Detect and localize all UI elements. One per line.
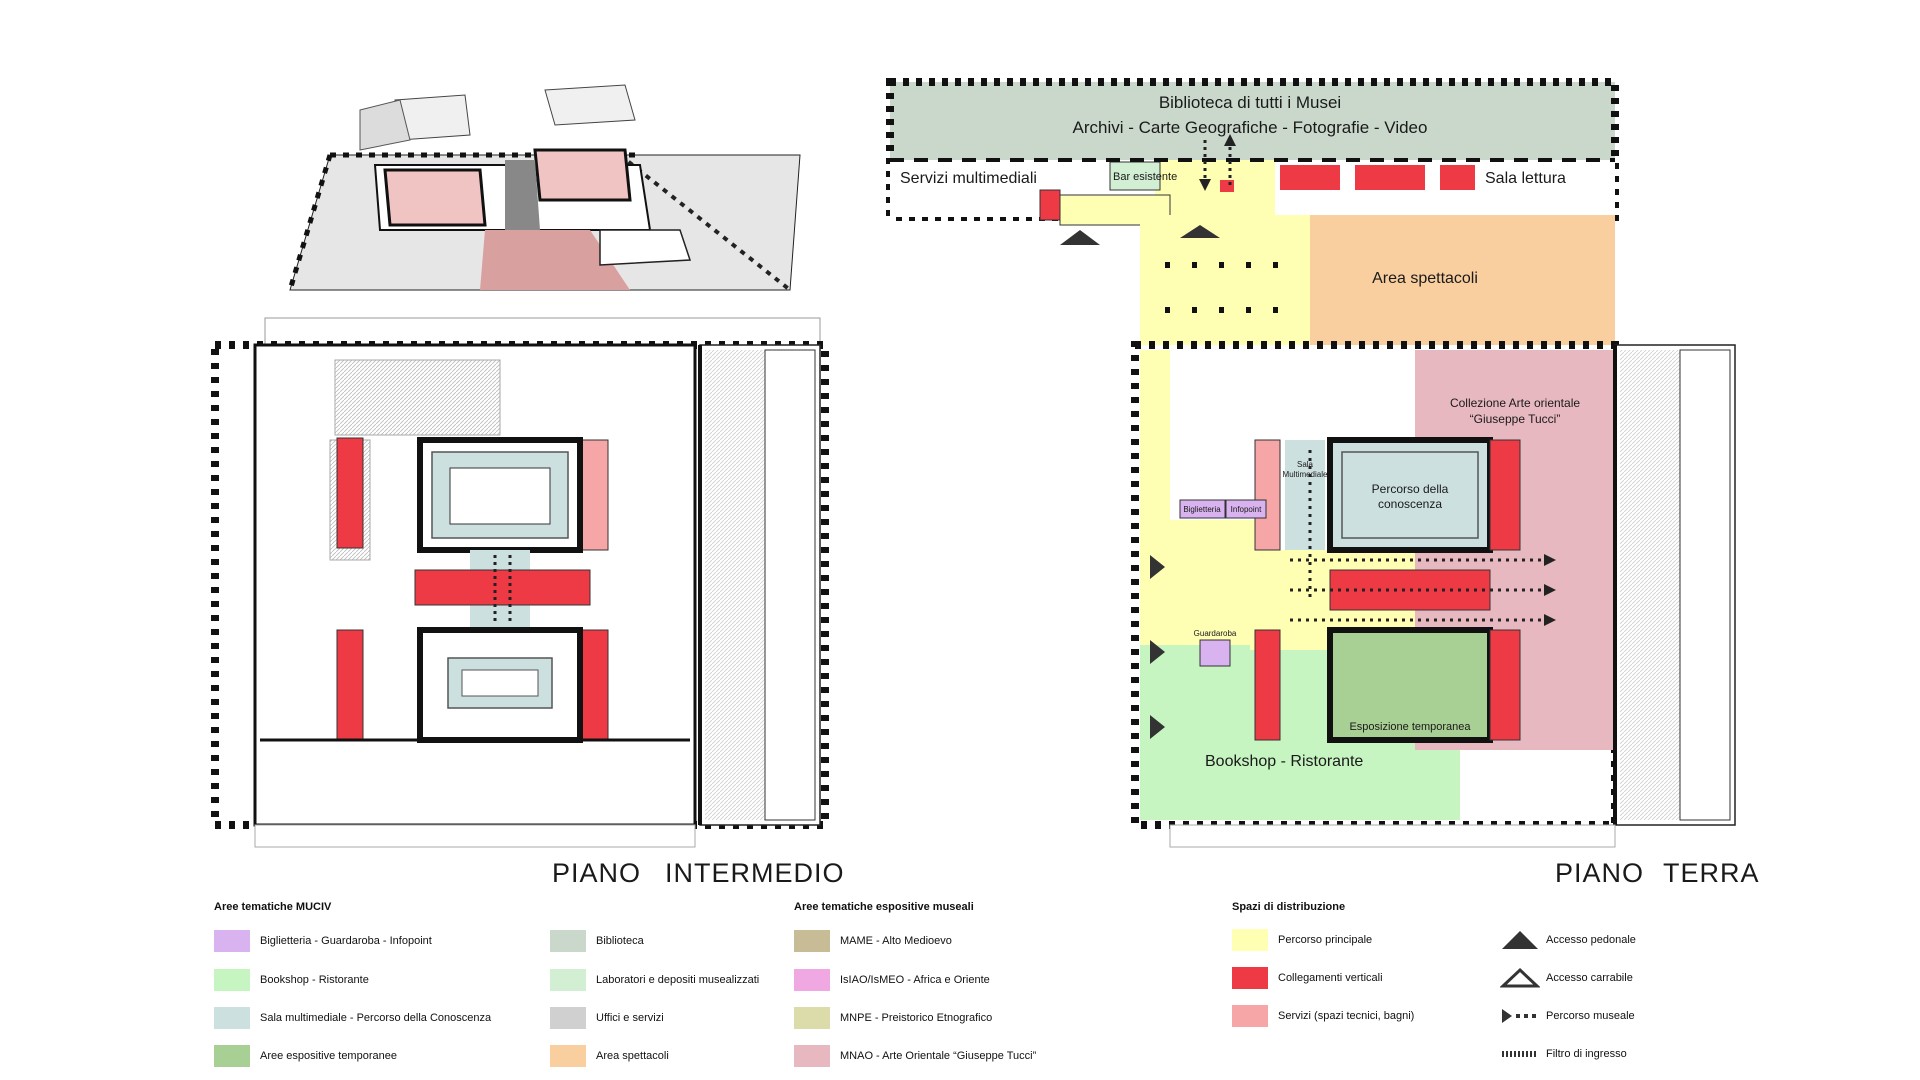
label-percorso-line1: Percorso della xyxy=(1372,482,1449,496)
title-piano-terra-b: TERRA xyxy=(1663,858,1760,888)
label-biblioteca-line1: Biblioteca di tutti i Musei xyxy=(1159,93,1341,112)
label-guardaroba: Guardaroba xyxy=(1194,629,1237,638)
axonometric-view xyxy=(287,84,801,292)
label-area-spettacoli: Area spettacoli xyxy=(1372,270,1478,287)
label-collezione-line1: Collezione Arte orientale xyxy=(1450,396,1580,410)
plan-piano-intermedio xyxy=(211,317,829,848)
label-biglietteria: Biglietteria xyxy=(1183,505,1221,514)
title-piano-terra-a: PIANO xyxy=(1555,858,1644,888)
label-infopoint: Infopoint xyxy=(1231,505,1262,514)
label-sala-lettura: Sala lettura xyxy=(1485,170,1566,187)
label-sala-line2: Multimediale xyxy=(1283,470,1328,479)
label-esposizione: Esposizione temporanea xyxy=(1349,721,1471,733)
plan-piano-terra xyxy=(886,78,1736,848)
label-biblioteca-line2: Archivi - Carte Geografiche - Fotografie… xyxy=(1073,118,1428,137)
label-bookshop: Bookshop - Ristorante xyxy=(1205,753,1363,770)
label-percorso-line2: conoscenza xyxy=(1378,497,1442,511)
label-sala-line1: Sala xyxy=(1297,460,1314,469)
plan-labels: Biblioteca di tutti i Musei Archivi - Ca… xyxy=(900,93,1580,770)
title-piano-intermedio-a: PIANO xyxy=(552,858,641,888)
label-collezione-line2: “Giuseppe Tucci” xyxy=(1470,412,1561,426)
label-servizi-multimediali: Servizi multimediali xyxy=(900,170,1037,187)
title-piano-intermedio-b: INTERMEDIO xyxy=(665,858,845,888)
floor-titles: PIANO INTERMEDIO PIANO TERRA xyxy=(552,858,1760,888)
label-bar-esistente: Bar esistente xyxy=(1113,171,1177,183)
